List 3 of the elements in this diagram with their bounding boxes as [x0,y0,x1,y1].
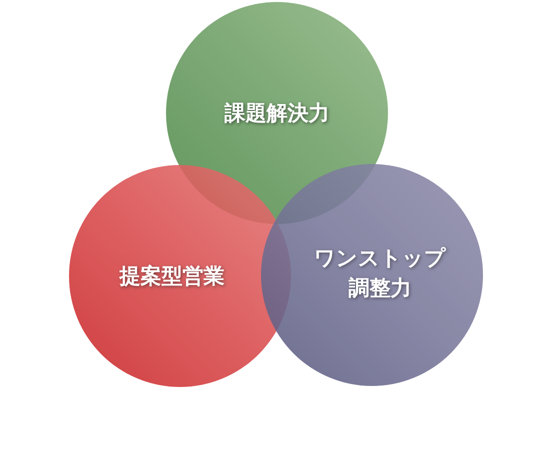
circle-label: ワンストップ調整力 [314,244,446,302]
circle-label: 提案型営業 [118,262,226,290]
circle-label: 課題解決力 [223,98,330,127]
